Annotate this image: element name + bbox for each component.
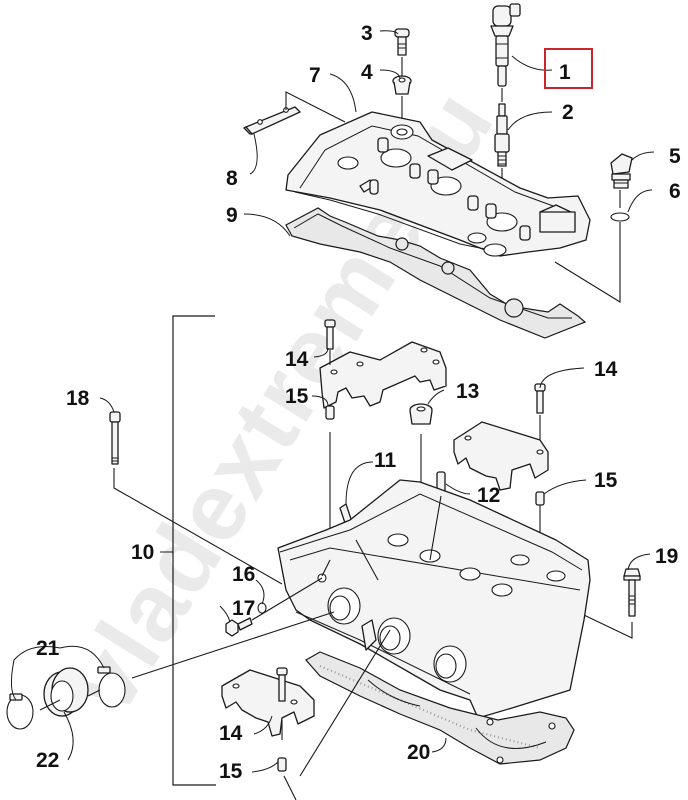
callout-5[interactable]: 5: [669, 145, 681, 168]
callout-14-top[interactable]: 14: [285, 348, 309, 371]
spark-plug-tube-seal[interactable]: [409, 403, 433, 425]
o-ring[interactable]: [610, 212, 630, 222]
cam-cap-bottom[interactable]: [221, 669, 315, 737]
cam-cap-bolt-bottom[interactable]: [276, 667, 288, 702]
callout-15-bottom[interactable]: 15: [219, 760, 243, 783]
callout-11[interactable]: 11: [374, 449, 397, 472]
intake-manifold-boot[interactable]: [43, 667, 89, 717]
spark-plug[interactable]: [494, 103, 510, 167]
ignition-coil[interactable]: [490, 3, 521, 87]
cam-cap-bolt-right[interactable]: [534, 383, 546, 414]
cylinder-head[interactable]: [277, 479, 591, 719]
callout-14-bottom[interactable]: 14: [219, 722, 243, 745]
callout-19[interactable]: 19: [655, 545, 678, 568]
cover-bolt[interactable]: [394, 28, 410, 56]
callout-16[interactable]: 16: [232, 563, 255, 586]
callout-17[interactable]: 17: [232, 597, 255, 620]
callout-10[interactable]: 10: [131, 541, 154, 564]
callouts: 1 2 3 4 5 6 7 8 9 10 11 12 13 14 15 14 1…: [36, 22, 681, 783]
dowel-pin-bottom[interactable]: [277, 757, 287, 772]
callout-13[interactable]: 13: [456, 380, 479, 403]
bolt-grommet[interactable]: [392, 75, 412, 95]
valve-cover-gasket[interactable]: [285, 207, 587, 339]
cam-cap-right[interactable]: [453, 421, 549, 491]
callout-6[interactable]: 6: [669, 180, 681, 203]
callout-15-top[interactable]: 15: [285, 385, 309, 408]
callout-7[interactable]: 7: [309, 64, 321, 87]
head-flange-bolt[interactable]: [623, 568, 641, 617]
dowel-pin-right[interactable]: [535, 491, 545, 506]
hose-clamp-left[interactable]: [6, 693, 34, 730]
callout-2[interactable]: 2: [562, 101, 574, 124]
dowel-pin-top[interactable]: [325, 405, 335, 420]
callout-8[interactable]: 8: [226, 167, 238, 190]
callout-4[interactable]: 4: [361, 61, 373, 84]
callout-21[interactable]: 21: [36, 637, 60, 660]
callout-12[interactable]: 12: [477, 484, 500, 507]
cam-cap-bolt-top[interactable]: [324, 319, 336, 350]
banjo-bolt[interactable]: [225, 617, 253, 637]
head-stud-bolt[interactable]: [109, 411, 121, 465]
callout-20[interactable]: 20: [407, 741, 430, 764]
valve-cover[interactable]: [285, 111, 591, 257]
callout-9[interactable]: 9: [226, 204, 238, 227]
assembly-bracket: [172, 315, 216, 786]
leader-lines: [10, 30, 655, 773]
callout-1[interactable]: 1: [559, 61, 571, 84]
head-gasket[interactable]: [305, 651, 575, 765]
cam-cap-double[interactable]: [319, 341, 447, 409]
callout-3[interactable]: 3: [361, 22, 373, 45]
callout-14-right[interactable]: 14: [594, 358, 618, 381]
callout-22[interactable]: 22: [36, 749, 59, 772]
bracket-plate[interactable]: [243, 106, 301, 135]
sealing-washer[interactable]: [257, 602, 267, 614]
callout-highlight-box: [544, 48, 593, 89]
oil-filler-cap[interactable]: [610, 153, 633, 189]
callout-18[interactable]: 18: [66, 387, 90, 410]
callout-15-right[interactable]: 15: [594, 469, 618, 492]
